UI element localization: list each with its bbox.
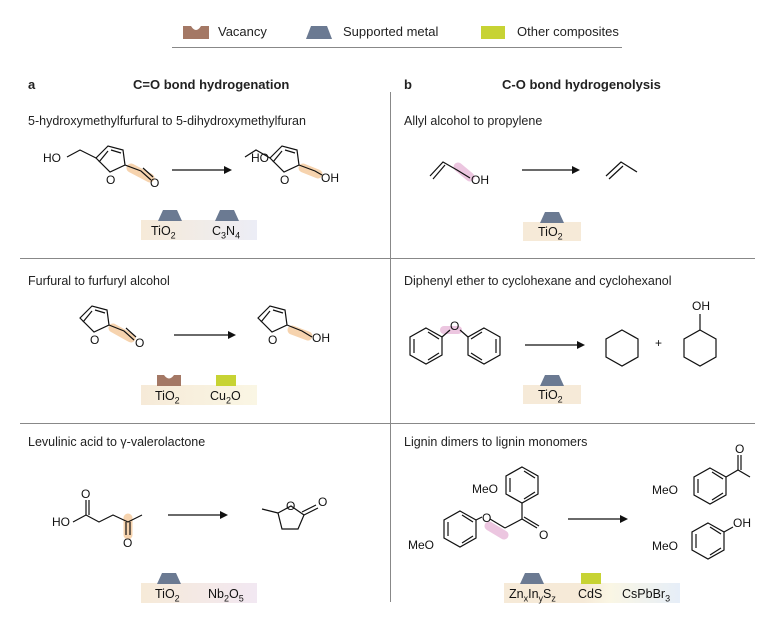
other-composites-icon [581, 573, 601, 584]
diphenyl-catalyst-bar [523, 385, 581, 404]
panel-b-letter: b [404, 77, 412, 92]
reaction-name-allyl: Allyl alcohol to propylene [404, 114, 543, 128]
levulinic-catalyst-bar [141, 583, 257, 603]
supported-metal-icon [306, 26, 332, 39]
furfural-reactant-carbonyl-o: O [135, 336, 144, 350]
hmf-reactant-ho: HO [43, 151, 61, 165]
levulinic-product-carbonyl-o: O [318, 495, 327, 509]
diphenyl-product-oh: OH [692, 299, 710, 313]
furfural-reaction-structures: O O O OH [79, 305, 330, 350]
hmf-reaction-structures: HO O O HO O OH [43, 145, 339, 190]
hmf-product-ho: HO [251, 151, 269, 165]
reaction-name-diphenyl: Diphenyl ether to cyclohexane and cycloh… [404, 274, 672, 288]
supported-metal-icon [158, 210, 182, 221]
lignin-reaction-structures: MeO MeO O O MeO O MeO OH [408, 442, 751, 560]
levulinic-reactant-ho: HO [52, 515, 70, 529]
lignin-catalyst-cds: CdS [578, 587, 603, 601]
reaction-name-hmf: 5-hydroxymethylfurfural to 5-dihydroxyme… [28, 114, 306, 128]
diphenyl-catalyst-tio2: TiO2 [538, 388, 563, 405]
diphenyl-reactant-ether-o: O [450, 319, 459, 333]
allyl-catalyst-bar [523, 222, 581, 241]
furfural-product-oh: OH [312, 331, 330, 345]
lignin-reactant-ether-o: O [482, 511, 491, 525]
furfural-catalyst-tio2: TiO2 [155, 389, 180, 406]
lignin-catalyst-cspbbr3: CsPbBr3 [622, 587, 671, 604]
legend-label-other-composites: Other composites [517, 24, 619, 39]
hmf-catalyst-tio2: TiO2 [151, 224, 176, 241]
legend-label-supported-metal: Supported metal [343, 24, 439, 39]
furfural-product-ring-o: O [268, 333, 277, 347]
lignin-reactant-meo-lower: MeO [408, 538, 434, 552]
allyl-catalyst-tio2: TiO2 [538, 225, 563, 242]
lignin-product-oh: OH [733, 516, 751, 530]
furfural-catalyst-bar [141, 385, 257, 405]
lignin-catalyst-bar [504, 583, 680, 603]
hmf-reactant-carbonyl-o: O [150, 176, 159, 190]
levulinic-catalyst-tio2: TiO2 [155, 587, 180, 604]
legend-underline [172, 47, 622, 48]
hmf-catalyst-bar [141, 220, 257, 240]
vacancy-icon [157, 375, 181, 386]
lignin-product-meo-1: MeO [652, 483, 678, 497]
furfural-reactant-ring-o: O [90, 333, 99, 347]
panel-a-title: C=O bond hydrogenation [133, 77, 290, 92]
levulinic-product-ring-o: O [286, 499, 295, 513]
reaction-name-levulinic: Levulinic acid to γ-valerolactone [28, 435, 206, 449]
hmf-product-oh: OH [321, 171, 339, 185]
panel-divider-vertical [390, 92, 391, 602]
hmf-reactant-ring-o: O [106, 173, 115, 187]
levulinic-reactant-ketone-o: O [123, 536, 132, 550]
reaction-name-furfural: Furfural to furfuryl alcohol [28, 274, 170, 288]
lignin-product-meo-2: MeO [652, 539, 678, 553]
supported-metal-icon [520, 573, 544, 584]
legend-label-vacancy: Vacancy [218, 24, 267, 39]
supported-metal-icon [157, 573, 181, 584]
vacancy-icon [183, 26, 209, 39]
hmf-catalyst-c3n4: C3N4 [212, 224, 241, 241]
supported-metal-icon [540, 212, 564, 223]
levulinic-reactant-top-o: O [81, 487, 90, 501]
supported-metal-icon [540, 375, 564, 386]
row-divider-1 [20, 258, 755, 259]
lignin-reactant-carbonyl-o: O [539, 528, 548, 542]
hmf-product-ring-o: O [280, 173, 289, 187]
panel-b-title: C-O bond hydrogenolysis [502, 77, 661, 92]
other-composites-icon [481, 26, 505, 39]
row-divider-2 [20, 423, 755, 424]
diphenyl-reaction-structures: O + OH [409, 299, 717, 367]
other-composites-icon [216, 375, 236, 386]
reaction-name-lignin: Lignin dimers to lignin monomers [404, 435, 588, 449]
supported-metal-icon [215, 210, 239, 221]
lignin-reactant-meo-upper: MeO [472, 482, 498, 496]
diphenyl-product-plus: + [655, 336, 662, 350]
furfural-catalyst-cu2o: Cu2O [210, 389, 241, 406]
lignin-product-ketone-o: O [735, 442, 744, 456]
lignin-catalyst-znxinys: ZnxInySz [509, 587, 556, 604]
levulinic-reaction-structures: O HO O O O [52, 487, 327, 550]
allyl-reactant-oh: OH [471, 173, 489, 187]
panel-a-letter: a [28, 77, 36, 92]
allyl-reaction-structures: OH [429, 161, 638, 187]
levulinic-catalyst-nb2o5: Nb2O5 [208, 587, 244, 604]
